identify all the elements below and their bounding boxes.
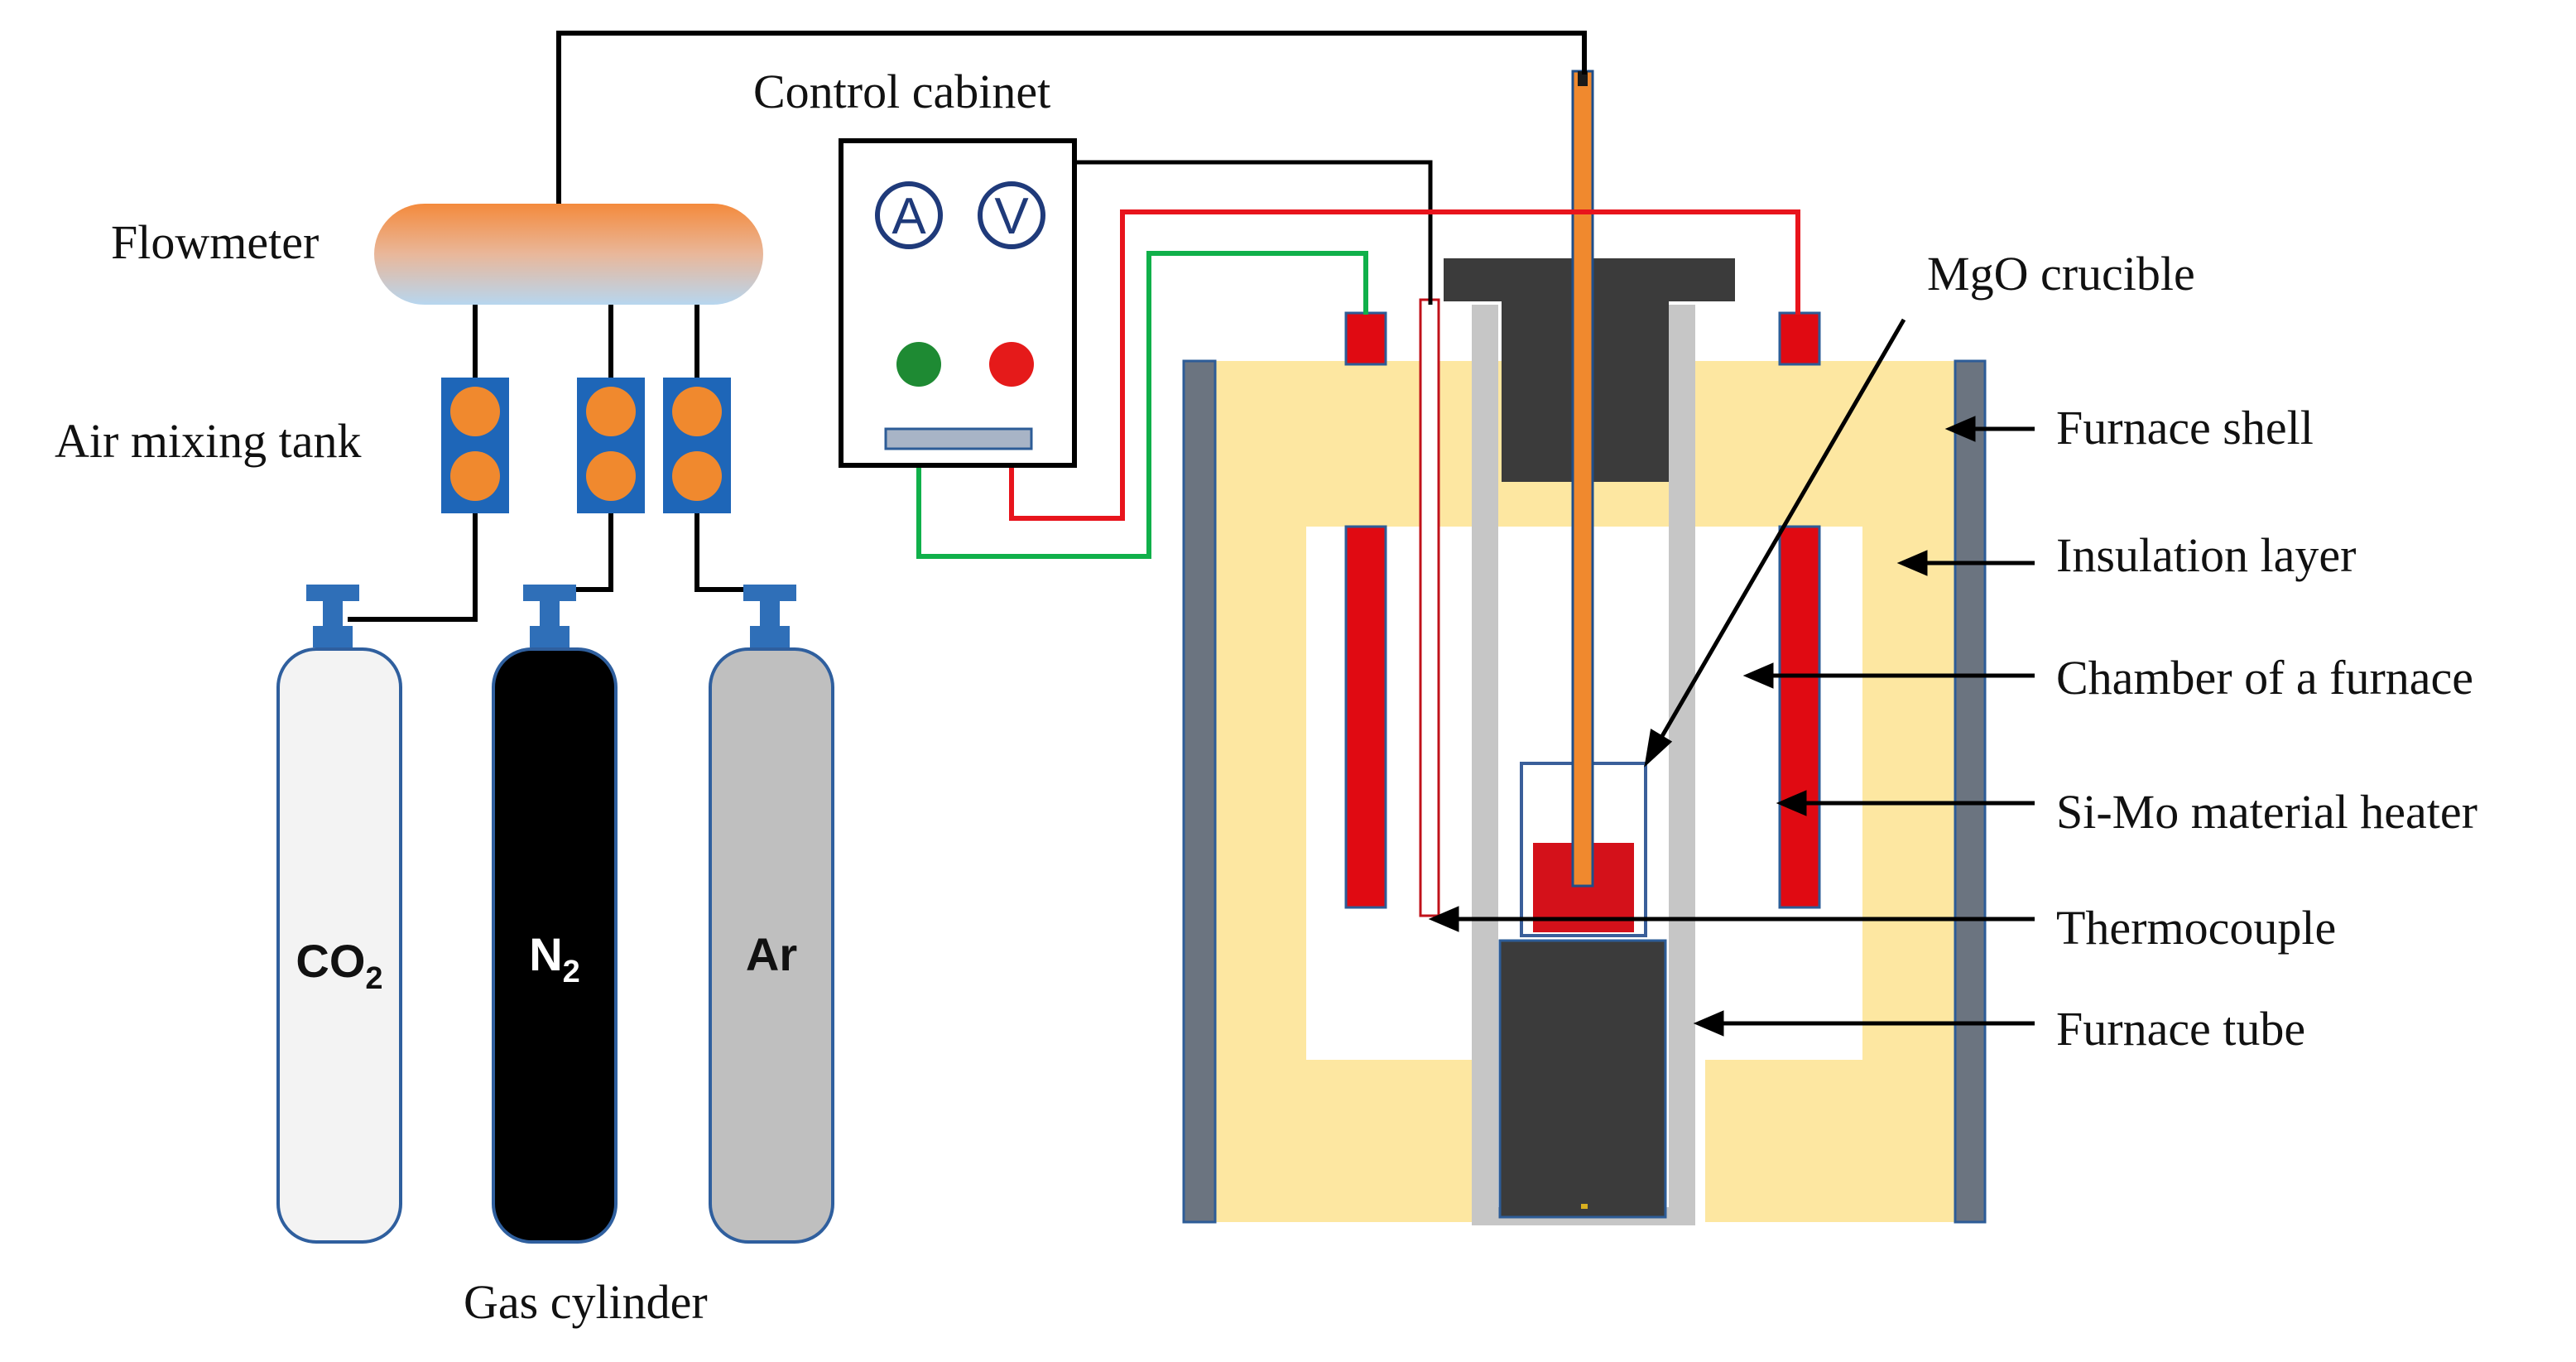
cylinder-co2-label: CO2 <box>296 935 382 996</box>
ammeter-label: A <box>892 188 926 245</box>
label-thermocouple: Thermocouple <box>2056 901 2336 955</box>
thermocouple <box>1419 298 1440 917</box>
furnace-tube <box>1472 305 1695 1225</box>
indicator-red <box>989 342 1034 387</box>
wire-black-cabinet-thermocouple <box>1074 160 1433 305</box>
valve-co2 <box>306 585 359 647</box>
heater-right <box>1778 311 1821 909</box>
label-gas-cylinder: Gas cylinder <box>464 1275 708 1329</box>
flowmeter <box>374 204 763 305</box>
insulation-layer <box>1215 361 1955 1222</box>
voltmeter-label: V <box>994 188 1029 245</box>
cabinet-display-slot <box>884 427 1033 450</box>
pointer-lines <box>1428 318 2035 1037</box>
ammeter-icon <box>875 181 943 249</box>
voltmeter-icon <box>978 181 1045 249</box>
label-insulation-layer: Insulation layer <box>2056 528 2356 582</box>
bottom-support-block <box>1498 939 1667 1219</box>
label-furnace-tube: Furnace tube <box>2056 1002 2305 1056</box>
air-mixing-tank-2 <box>577 378 645 513</box>
air-mixing-tank-3 <box>663 378 731 513</box>
valve-n2 <box>523 585 576 647</box>
cylinder-n2-label: N2 <box>529 928 580 989</box>
furnace-shell-left <box>1182 359 1217 1224</box>
label-furnace-shell: Furnace shell <box>2056 401 2314 455</box>
cylinder-co2 <box>276 647 402 1244</box>
valve-ar <box>743 585 796 647</box>
air-mixing-tank-1 <box>441 378 509 513</box>
bottom-support-mark <box>1581 1204 1588 1209</box>
label-heater: Si-Mo material heater <box>2056 785 2477 839</box>
cylinder-n2 <box>492 647 618 1244</box>
wire-green <box>916 251 1368 559</box>
control-cabinet: A V <box>839 138 1077 468</box>
probe <box>1571 70 1594 888</box>
heater-left <box>1344 311 1387 909</box>
cylinder-ar-label: Ar <box>746 928 797 980</box>
indicator-green <box>896 342 941 387</box>
furnace-shell-right <box>1954 359 1987 1224</box>
label-mgo-crucible: MgO crucible <box>1927 247 2195 301</box>
cylinder-ar <box>709 647 834 1244</box>
wire-black-flowmeter-probe <box>556 31 1587 204</box>
label-air-mixing-tank: Air mixing tank <box>55 414 362 468</box>
label-flowmeter: Flowmeter <box>111 215 319 269</box>
label-chamber: Chamber of a furnace <box>2056 651 2473 705</box>
wire-red <box>1009 209 1800 521</box>
label-control-cabinet: Control cabinet <box>753 65 1050 118</box>
